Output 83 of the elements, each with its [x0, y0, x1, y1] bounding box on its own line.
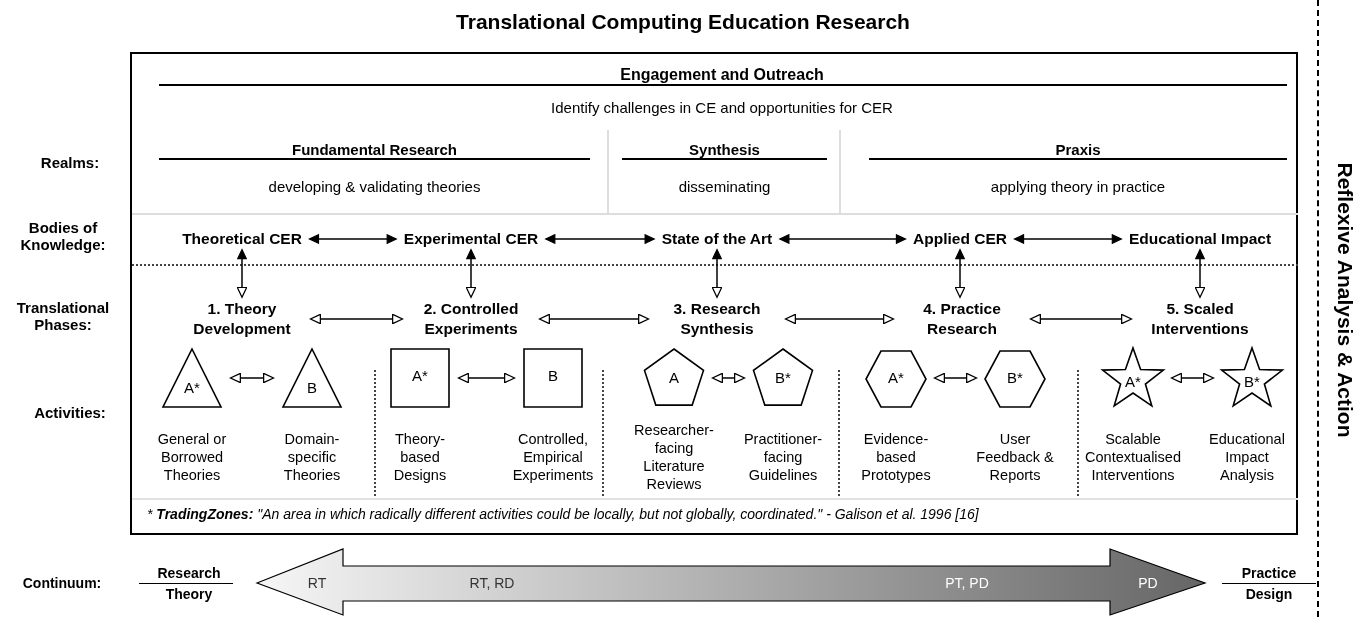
- knowledge-body-label: State of the Art: [661, 230, 773, 248]
- phase-label: 1. Theory Development: [181, 298, 303, 340]
- arrow: [309, 313, 404, 325]
- row-label: Translational Phases:: [15, 299, 111, 333]
- section-subtitle: Identify challenges in CE and opportunities for CER: [551, 98, 893, 116]
- knowledge-body-label: Applied CER: [913, 230, 1007, 248]
- square-node: [522, 347, 584, 409]
- arrow: [1194, 248, 1206, 298]
- activity-caption: Researcher-facing Literature Reviews: [633, 420, 715, 494]
- shape-letter: B: [307, 378, 317, 396]
- arrow: [465, 248, 477, 298]
- row-label: Continuum:: [22, 575, 102, 591]
- arrow: [784, 313, 895, 325]
- phase-label: 4. Practice Research: [901, 298, 1023, 340]
- outer-frame: [130, 52, 1298, 535]
- diagram-title: Translational Computing Education Research: [456, 10, 910, 34]
- arrow: [545, 234, 655, 244]
- knowledge-body-label: Educational Impact: [1128, 230, 1272, 248]
- star-node: [1221, 347, 1283, 409]
- hexagon-node: [865, 347, 927, 409]
- phase-label: 2. Controlled Experiments: [410, 298, 532, 340]
- continuum-end-label: Practice: [1241, 565, 1297, 581]
- footnote: *TradingZones: "An area in which radically different activities could be locally, but not globally, coordinated." - Galison et al. 1996 [16]: [147, 506, 979, 522]
- shape-letter: B*: [1244, 372, 1260, 390]
- section-heading: Engagement and Outreach: [620, 66, 824, 84]
- arrow: [236, 248, 248, 298]
- pentagon-node: [752, 347, 814, 409]
- knowledge-body-label: Experimental CER: [403, 230, 539, 248]
- side-label: Reflexive Analysis & Action: [1333, 162, 1357, 438]
- shape-letter: A*: [412, 366, 428, 384]
- pentagon-node: [643, 347, 705, 409]
- arrow: [779, 234, 907, 244]
- shape-letter: A*: [1125, 372, 1141, 390]
- hexagon-node: [984, 347, 1046, 409]
- realm-heading: Fundamental Research: [291, 140, 458, 158]
- square-node: [389, 347, 451, 409]
- arrow-text: RT, RD: [469, 575, 515, 591]
- arrow-text: RT: [307, 575, 327, 591]
- knowledge-body-label: Theoretical CER: [182, 230, 302, 248]
- activity-caption: Evidence-based Prototypes: [860, 429, 932, 485]
- star-node: [1102, 347, 1164, 409]
- triangle-node: [281, 347, 343, 409]
- shape-letter: A*: [184, 378, 200, 396]
- phase-label: 5. Scaled Interventions: [1139, 298, 1261, 340]
- arrow: [954, 248, 966, 298]
- arrow: [538, 313, 650, 325]
- arrow: [1029, 313, 1133, 325]
- realm-description: applying theory in practice: [990, 177, 1166, 195]
- shape-letter: B*: [775, 368, 791, 386]
- continuum-end-label: Theory: [165, 586, 213, 602]
- row-label: Activities:: [34, 403, 106, 421]
- arrow: [933, 372, 978, 384]
- activity-caption: Scalable Contextualised Interventions: [1084, 429, 1182, 485]
- arrow-text: PD: [1138, 575, 1158, 591]
- activity-caption: Controlled, Empirical Experiments: [511, 429, 595, 485]
- activity-caption: Theory-based Designs: [392, 429, 448, 485]
- arrow: [1170, 372, 1215, 384]
- continuum-end-label: Design: [1245, 586, 1293, 602]
- activity-caption: General or Borrowed Theories: [156, 429, 228, 485]
- arrow: [711, 248, 723, 298]
- phase-label: 3. Research Synthesis: [656, 298, 778, 340]
- arrow: [229, 372, 275, 384]
- activity-caption: User Feedback & Reports: [975, 429, 1055, 485]
- triangle-node: [161, 347, 223, 409]
- shape-letter: B*: [1007, 368, 1023, 386]
- arrow: [711, 372, 746, 384]
- activity-caption: Practitioner-facing Guidelines: [742, 429, 824, 485]
- shape-letter: A*: [888, 368, 904, 386]
- activity-caption: Educational Impact Analysis: [1208, 429, 1286, 485]
- arrow: [308, 234, 397, 244]
- realm-description: developing & validating theories: [268, 177, 481, 195]
- shape-letter: B: [548, 366, 558, 384]
- continuum-end-label: Research: [157, 565, 221, 581]
- arrow: [1013, 234, 1122, 244]
- arrow-text: PT, PD: [945, 575, 989, 591]
- row-label: Realms:: [40, 153, 100, 171]
- realm-description: disseminating: [678, 177, 771, 195]
- realm-heading: Praxis: [1055, 140, 1101, 158]
- shape-letter: A: [669, 368, 679, 386]
- arrow: [457, 372, 516, 384]
- activity-caption: Domain-specific Theories: [282, 429, 342, 485]
- row-label: Bodies of Knowledge:: [19, 219, 107, 253]
- realm-heading: Synthesis: [689, 140, 760, 158]
